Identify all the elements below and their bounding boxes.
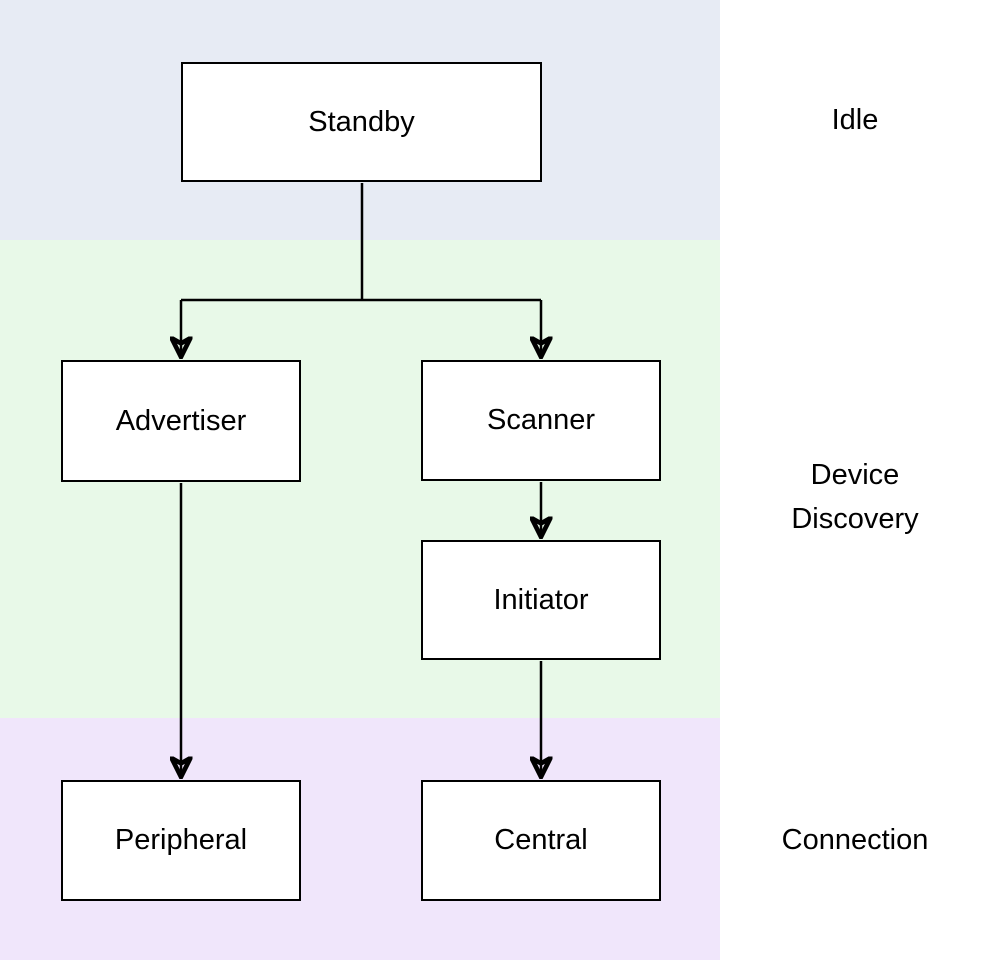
node-scanner: Scanner [421,360,661,481]
node-initiator: Initiator [421,540,661,660]
node-advertiser: Advertiser [61,360,301,482]
band-label-connection: Connection [781,824,929,856]
band-label-device-discovery: Device Discovery [791,459,919,535]
node-central: Central [421,780,661,901]
node-peripheral: Peripheral [61,780,301,901]
band-label-idle: Idle [831,104,879,136]
node-standby: Standby [181,62,542,182]
